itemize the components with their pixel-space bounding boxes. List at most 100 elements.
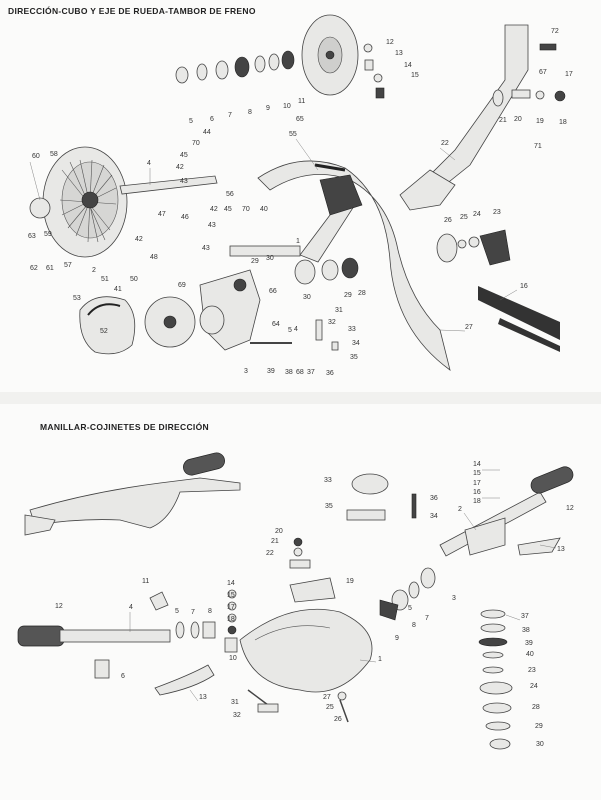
part-number-label: 20 <box>275 528 283 535</box>
part-number-label: 51 <box>101 276 109 283</box>
part-number-label: 30 <box>266 255 274 262</box>
part-number-label: 68 <box>296 369 304 376</box>
part-number-label: 55 <box>289 131 297 138</box>
part-number-label: 15 <box>227 592 235 599</box>
part-number-label: 63 <box>28 233 36 240</box>
hub-bearings <box>175 50 295 84</box>
bottom-leader-lines <box>129 469 557 702</box>
part-number-label: 9 <box>266 105 270 112</box>
steering-column <box>399 24 557 211</box>
part-number-label: 20 <box>514 116 522 123</box>
part-number-label: 22 <box>441 140 449 147</box>
handlebar-small-parts <box>175 589 238 653</box>
part-number-label: 14 <box>473 461 481 468</box>
headset-bearing-parts <box>436 229 511 266</box>
part-number-label: 11 <box>298 98 305 105</box>
steering-small-parts <box>492 89 566 107</box>
brake-shoes <box>79 296 136 355</box>
steering-head-bearings <box>478 609 513 750</box>
part-number-label: 34 <box>352 340 360 347</box>
wheel-axle <box>119 175 218 195</box>
steering-bracket <box>289 537 336 603</box>
part-number-label: 48 <box>150 254 158 261</box>
part-number-label: 52 <box>100 328 108 335</box>
part-number-label: 65 <box>296 116 304 123</box>
hub-cap-parts <box>363 43 385 99</box>
part-number-label: 42 <box>176 164 184 171</box>
part-number-label: 26 <box>444 217 452 224</box>
part-number-label: 28 <box>532 704 540 711</box>
top-leader-lines <box>29 138 518 332</box>
part-number-label: 16 <box>473 489 481 496</box>
brake-drum <box>29 146 128 258</box>
part-number-label: 23 <box>493 209 501 216</box>
part-number-label: 5 <box>408 605 412 612</box>
part-number-label: 11 <box>142 578 149 585</box>
speedo-housing <box>346 473 417 521</box>
part-number-label: 38 <box>522 627 530 634</box>
part-number-label: 27 <box>465 324 473 331</box>
part-number-label: 53 <box>73 295 81 302</box>
part-number-label: 41 <box>114 286 122 293</box>
part-number-label: 17 <box>473 480 481 487</box>
part-number-label: 1 <box>378 656 382 663</box>
part-number-label: 62 <box>30 265 38 272</box>
part-number-label: 21 <box>271 538 279 545</box>
right-handlebar-clamp-parts <box>379 567 436 621</box>
suspension-arm <box>299 174 363 263</box>
part-number-label: 3 <box>244 368 248 375</box>
part-number-label: 72 <box>551 28 559 35</box>
diagram-title-bottom: MANILLAR-COJINETES DE DIRECCIÓN <box>40 422 209 432</box>
part-number-label: 44 <box>203 129 211 136</box>
part-number-label: 39 <box>267 368 275 375</box>
part-number-label: 7 <box>425 615 429 622</box>
part-number-label: 10 <box>229 655 237 662</box>
part-number-label: 15 <box>411 72 419 79</box>
part-number-label: 29 <box>344 292 352 299</box>
part-number-label: 45 <box>224 206 232 213</box>
part-number-label: 19 <box>346 578 354 585</box>
part-number-label: 21 <box>499 117 507 124</box>
part-number-label: 19 <box>536 118 544 125</box>
part-number-label: 14 <box>227 580 235 587</box>
part-number-label: 28 <box>358 290 366 297</box>
part-number-label: 13 <box>395 50 403 57</box>
part-number-label: 58 <box>50 151 58 158</box>
part-number-label: 47 <box>158 211 166 218</box>
handlebar-tube <box>17 591 171 679</box>
part-number-label: 15 <box>473 470 481 477</box>
suspension-springs <box>294 257 359 285</box>
part-number-label: 31 <box>231 699 239 706</box>
part-number-label: 33 <box>348 326 356 333</box>
part-number-label: 13 <box>557 546 565 553</box>
handlebar-body <box>239 608 373 693</box>
part-number-label: 56 <box>226 191 234 198</box>
part-number-label: 39 <box>525 640 533 647</box>
part-number-label: 45 <box>180 152 188 159</box>
part-number-label: 5 <box>189 118 193 125</box>
part-number-label: 37 <box>521 613 529 620</box>
part-number-label: 50 <box>130 276 138 283</box>
part-number-label: 5 <box>288 327 292 334</box>
part-number-label: 4 <box>147 160 151 167</box>
part-number-label: 40 <box>260 206 268 213</box>
part-number-label: 5 <box>175 608 179 615</box>
part-number-label: 10 <box>283 103 291 110</box>
part-number-label: 12 <box>386 39 394 46</box>
part-number-label: 6 <box>210 116 214 123</box>
part-number-label: 4 <box>294 326 298 333</box>
fasteners-top <box>250 319 339 351</box>
brake-backplate <box>144 296 196 348</box>
part-number-label: 7 <box>191 609 195 616</box>
part-number-label: 66 <box>269 288 277 295</box>
handlebar-upper-assembly <box>24 452 241 536</box>
exploded-view-handlebar <box>0 404 601 800</box>
part-number-label: 43 <box>202 245 210 252</box>
part-number-label: 42 <box>135 236 143 243</box>
part-number-label: 25 <box>460 214 468 221</box>
part-number-label: 70 <box>192 140 200 147</box>
part-number-label: 17 <box>227 604 235 611</box>
part-number-label: 13 <box>199 694 207 701</box>
part-number-label: 8 <box>208 608 212 615</box>
part-number-label: 64 <box>272 321 280 328</box>
